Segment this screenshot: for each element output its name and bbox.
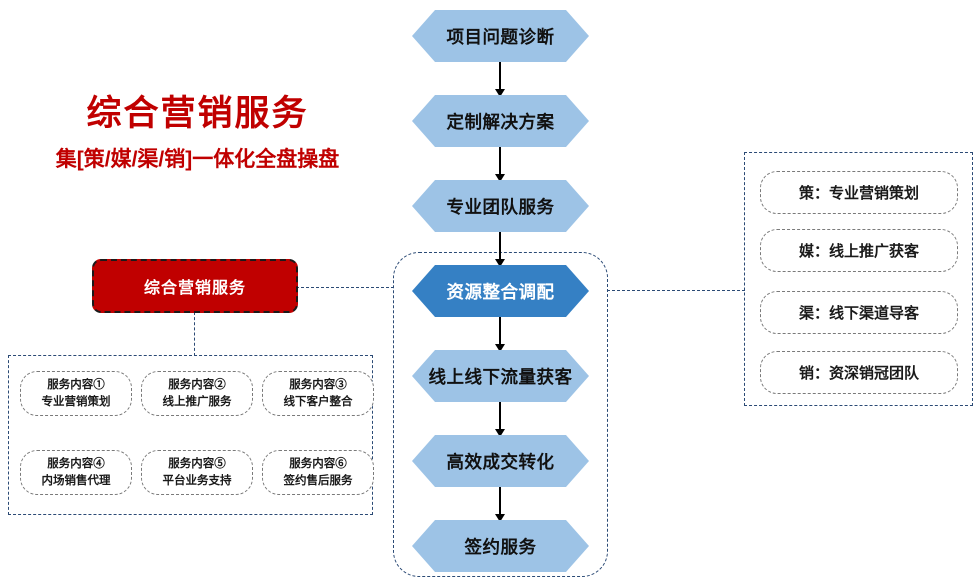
flow-node-3[interactable]: 专业团队服务 bbox=[412, 180, 589, 232]
pillar-label: 媒：线上推广获客 bbox=[798, 243, 919, 260]
pillar-item-qu[interactable]: 渠：线下渠道导客 bbox=[760, 291, 958, 334]
service-desc: 线上推广服务 bbox=[162, 395, 232, 408]
pillar-item-mei[interactable]: 媒：线上推广获客 bbox=[760, 229, 958, 272]
pillar-label: 策：专业营销策划 bbox=[798, 185, 919, 202]
service-title: 服务内容② bbox=[168, 379, 226, 392]
pillars-container bbox=[744, 152, 973, 406]
flow-node-label: 签约服务 bbox=[464, 536, 537, 557]
service-title: 服务内容③ bbox=[289, 379, 347, 392]
flow-node-4-active[interactable]: 资源整合调配 bbox=[412, 265, 589, 317]
service-desc: 内场销售代理 bbox=[41, 474, 111, 487]
pillar-item-ce[interactable]: 策：专业营销策划 bbox=[760, 171, 958, 214]
service-title: 服务内容⑥ bbox=[289, 458, 347, 471]
core-service-box[interactable]: 综合营销服务 bbox=[92, 259, 298, 313]
service-desc: 线下客户整合 bbox=[283, 395, 353, 408]
pillar-item-xiao[interactable]: 销：资深销冠团队 bbox=[760, 351, 958, 394]
service-desc: 专业营销策划 bbox=[41, 395, 111, 408]
flow-arrow bbox=[495, 487, 505, 522]
pillar-label: 渠：线下渠道导客 bbox=[798, 305, 919, 322]
list-item[interactable]: 服务内容④ 内场销售代理 bbox=[20, 450, 132, 495]
flow-node-2[interactable]: 定制解决方案 bbox=[412, 95, 589, 147]
flow-node-1[interactable]: 项目问题诊断 bbox=[412, 10, 589, 62]
brand-block: 综合营销服务 集[策/媒/渠/销]一体化全盘操盘 bbox=[0, 94, 395, 173]
flow-node-7[interactable]: 签约服务 bbox=[412, 520, 589, 572]
services-container bbox=[8, 355, 373, 515]
page-title: 综合营销服务 bbox=[86, 94, 309, 133]
flow-node-6[interactable]: 高效成交转化 bbox=[412, 435, 589, 487]
list-item[interactable]: 服务内容① 专业营销策划 bbox=[20, 371, 132, 416]
service-title: 服务内容⑤ bbox=[168, 458, 226, 471]
flow-node-label: 专业团队服务 bbox=[446, 196, 555, 217]
flow-arrow bbox=[495, 62, 505, 97]
flow-arrow bbox=[495, 317, 505, 352]
service-desc: 平台业务支持 bbox=[162, 474, 232, 487]
flow-arrow bbox=[495, 402, 505, 437]
pillar-label: 销：资深销冠团队 bbox=[798, 365, 919, 382]
flow-node-label: 项目问题诊断 bbox=[446, 26, 555, 47]
flow-arrow bbox=[495, 147, 505, 182]
list-item[interactable]: 服务内容② 线上推广服务 bbox=[141, 371, 253, 416]
flow-node-5[interactable]: 线上线下流量获客 bbox=[412, 350, 589, 402]
flow-node-label: 线上线下流量获客 bbox=[428, 366, 573, 387]
service-title: 服务内容④ bbox=[47, 458, 105, 471]
core-service-label: 综合营销服务 bbox=[143, 280, 246, 297]
page-subtitle: 集[策/媒/渠/销]一体化全盘操盘 bbox=[55, 147, 340, 171]
flow-node-label: 高效成交转化 bbox=[446, 451, 555, 472]
connector-core-to-flow bbox=[296, 287, 394, 288]
flow-node-label: 定制解决方案 bbox=[446, 111, 555, 132]
list-item[interactable]: 服务内容⑤ 平台业务支持 bbox=[141, 450, 253, 495]
list-item[interactable]: 服务内容③ 线下客户整合 bbox=[262, 371, 374, 416]
connector-flow-to-pillars bbox=[607, 290, 745, 291]
list-item[interactable]: 服务内容⑥ 签约售后服务 bbox=[262, 450, 374, 495]
flow-arrow bbox=[495, 232, 505, 267]
connector-core-to-services bbox=[194, 312, 195, 356]
service-desc: 签约售后服务 bbox=[283, 474, 353, 487]
flow-node-label: 资源整合调配 bbox=[446, 281, 555, 302]
service-title: 服务内容① bbox=[47, 379, 105, 392]
